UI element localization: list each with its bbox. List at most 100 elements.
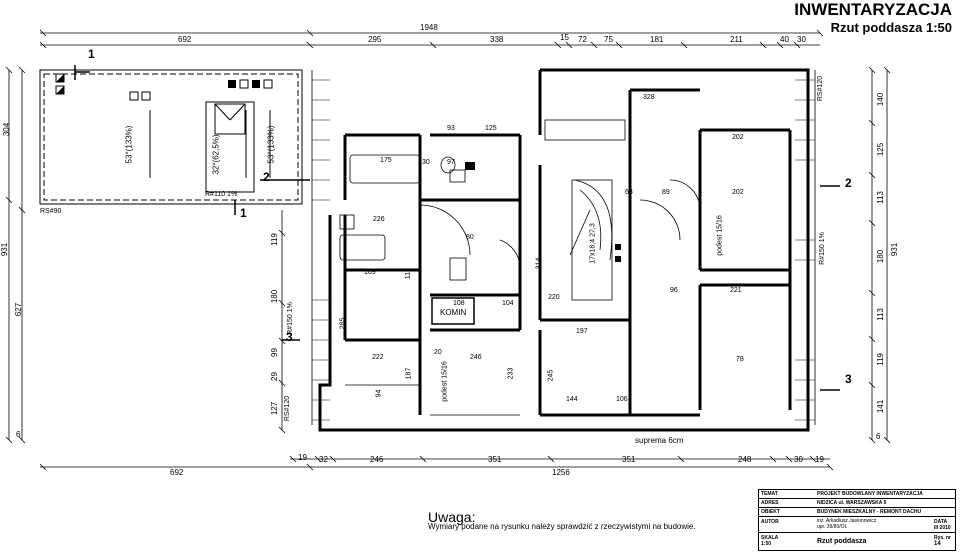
dim-top-2: 338 [490,35,504,44]
dim-left-1: 931 [0,242,10,257]
dim-bottom-2: 246 [370,455,384,464]
dim-top-7: 211 [730,35,743,44]
dim-top-9: 30 [797,35,806,44]
dim-right-3: 180 [876,249,886,264]
room-dim: 89 [662,189,670,196]
dim-right-2: 113 [875,191,885,204]
dim-right-8: 6 [876,432,881,441]
room-dim: 93 [447,125,455,132]
dim-bottom-1: 32 [319,455,328,464]
room-dim: 328 [643,94,655,101]
room-dim: 108 [453,300,465,307]
label-podest-2: podest 15/16 [716,215,724,256]
adres-value: NIDZICA ul. WARSZAWSKA 5 [817,500,887,506]
room-dim: 202 [732,134,744,141]
drawing-subtitle: Rzut poddasza 1:50 [830,20,952,35]
autor-value: inż. Arkadiusz Jasionowicz [817,518,877,524]
room-dim: 78 [736,356,744,363]
dim-top-1: 295 [368,35,382,44]
label-podest-1: podest 15/16 [441,361,449,402]
dim-left-3: 119 [269,233,279,246]
room-dim: 233 [507,367,515,380]
skala-label: SKALA [761,535,779,541]
dim-top-total: 1948 [420,23,438,32]
adres-label: ADRES [761,500,779,506]
dim-bottom-4: 351 [622,455,636,464]
dim-right-7: 141 [876,399,886,414]
section-mark-3-left: 3 [286,330,293,344]
room-dim: 220 [548,294,560,301]
data-value: III 2010 [934,525,951,531]
dim-bottom-7: 19 [815,455,824,464]
dim-left-7: 127 [270,401,280,416]
room-dim: 144 [566,396,578,403]
markers [465,162,621,262]
room-dim: 125 [485,125,497,132]
dim-top-0: 692 [178,35,192,44]
dim-bottom-0: 19 [298,453,307,462]
room-dim: 30 [422,159,430,166]
room-dim: 94 [375,389,383,398]
dim-bottom-6: 30 [794,455,803,464]
dim-left-8: 6 [16,430,21,439]
dim-left-4: 180 [270,289,280,304]
dim-top-6: 181 [650,35,664,44]
building-walls [318,68,810,432]
skala-value: 1:50 [761,541,772,547]
room-dim: 97 [447,159,455,166]
room-dim: 80 [466,234,474,241]
section-mark-3-right: 3 [845,372,852,386]
room-dim: 285 [339,317,347,330]
dim-right-0: 140 [876,92,886,107]
label-r150: R#150 1% [286,302,294,335]
dim-bottom-5: 248 [738,455,752,464]
section-mark-1-bottom: 1 [240,206,247,220]
obiekt-value: BUDYNEK MIESZKALNY - REMONT DACHU [817,509,922,515]
room-dim: 104 [502,300,514,307]
note-heading: Uwaga: [428,509,476,525]
dim-top-5: 75 [604,35,613,44]
dimension-ticks [5,29,891,471]
dim-left-5: 99 [269,348,279,357]
section-mark-1-top: 1 [88,47,95,61]
dim-right-5: 113 [875,308,885,321]
label-komin: KOMIN [440,308,467,317]
room-dim: 202 [732,189,744,196]
room-dim: 187 [405,367,413,380]
dim-left-6: 29 [269,372,279,381]
dim-right-6: 119 [875,353,885,366]
dim-top-3: 15 [560,33,569,42]
label-rs90: RS#90 [40,208,62,215]
temat-label: TEMAT [761,491,778,497]
dim-right-1: 125 [876,142,886,157]
interior-thin-lines [311,70,816,425]
dimension-lines [8,32,888,468]
room-dim: 221 [730,287,742,294]
label-r150-right: R#150 1% [818,232,826,265]
autor-label: AUTOR [761,519,779,525]
terrace [39,69,303,205]
section-lines [74,65,840,391]
dim-bottom-3: 351 [488,455,502,464]
room-dim: 169 [364,269,376,276]
roof-hatching [312,79,815,421]
drawing-title: INWENTARYZACJA [794,0,952,19]
label-stairs: 17x18,4 27,3 [589,223,597,264]
data-label: DATA [934,519,948,525]
obiekt-label: OBIEKT [761,509,780,515]
room-dim: 197 [576,328,588,335]
dim-left-2: 627 [14,302,24,317]
room-dim: 246 [470,354,482,361]
room-dim: 68 [625,189,633,196]
room-dim: 112 [405,267,413,280]
dim-top-8: 40 [780,35,789,44]
section-mark-2-left: 2 [263,170,270,184]
label-rs120-right: RS#120 [817,75,825,102]
rysnr-value: 14 [934,541,941,547]
note-text: Wymiary podane na rysunku należy sprawdz… [428,522,696,531]
room-dim: 226 [373,216,385,223]
room-dim: 96 [670,287,678,294]
terrace-drains [55,73,273,101]
